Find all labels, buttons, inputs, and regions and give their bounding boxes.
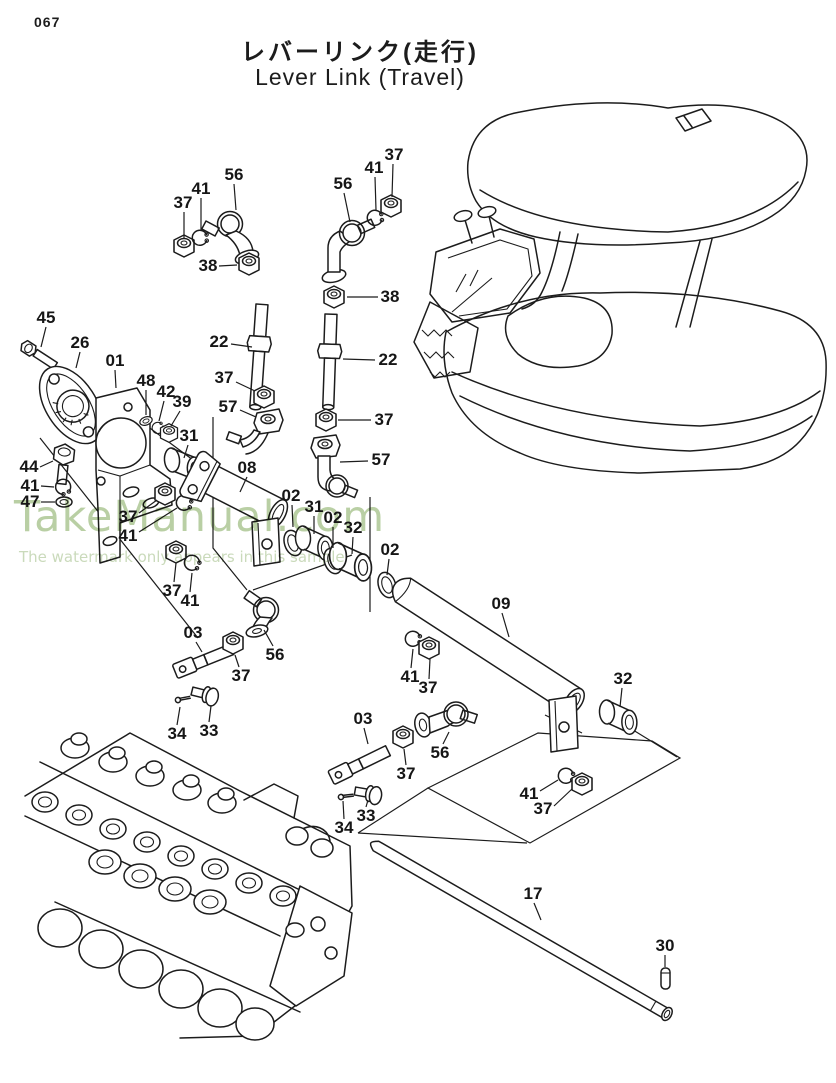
- callout-leader: [539, 779, 559, 792]
- callout-leader: [230, 343, 253, 348]
- callout-leader-lines: [39, 163, 666, 967]
- callout-leader: [386, 558, 390, 576]
- callout-leader: [343, 192, 351, 223]
- part-37-nut: [392, 725, 414, 749]
- callout-leader: [239, 409, 257, 418]
- part-38-nut: [238, 252, 260, 276]
- callout-leader: [40, 485, 55, 488]
- part-08-link: [179, 450, 289, 567]
- callout-leader: [40, 326, 47, 348]
- part-32-bushing: [328, 540, 373, 583]
- part-39-nut: [159, 423, 179, 443]
- callout-leader: [218, 264, 238, 267]
- part-22-stud: [246, 303, 272, 411]
- part-56-ball-joint-mid-right: [414, 701, 479, 738]
- callout-leader: [75, 351, 81, 369]
- callout-leader: [195, 641, 203, 653]
- callout-leader: [410, 648, 414, 669]
- part-26-flange: [38, 365, 104, 445]
- callout-leader: [138, 507, 178, 533]
- callout-leader: [619, 687, 623, 708]
- callout-leader: [501, 612, 510, 638]
- callout-leader: [233, 183, 237, 211]
- callout-leader: [170, 410, 181, 427]
- callout-leader: [234, 654, 240, 668]
- callout-leader: [374, 176, 377, 211]
- callout-leader: [138, 499, 158, 514]
- callout-leader: [173, 562, 177, 583]
- part-37-nut: [571, 772, 593, 796]
- callout-leader: [235, 381, 256, 392]
- part-33-pin: [190, 686, 220, 707]
- part-37-nut: [253, 385, 275, 409]
- callout-leader: [183, 444, 189, 459]
- part-37-nut: [222, 631, 244, 655]
- callout-leader: [239, 476, 248, 493]
- callout-leader: [391, 163, 394, 198]
- callout-leader: [189, 572, 193, 593]
- part-34-cotter-pin: [174, 695, 192, 704]
- part-37-nut: [418, 636, 440, 660]
- callout-leader: [342, 358, 376, 361]
- part-44-bolt: [52, 443, 76, 486]
- part-32-bushing: [598, 698, 639, 736]
- part-22-stud: [316, 313, 343, 411]
- callout-leader: [533, 902, 542, 921]
- part-30-pin: [660, 967, 671, 990]
- callout-leader: [553, 788, 573, 807]
- callout-leader: [158, 400, 165, 422]
- parts: [20, 194, 673, 1022]
- valve-block-sketch: [24, 732, 353, 1041]
- part-37-nut: [315, 408, 337, 432]
- part-37-nut: [165, 540, 187, 564]
- part-47-washer: [55, 496, 73, 508]
- part-03-rod: [327, 745, 392, 785]
- callout-leader: [114, 369, 117, 389]
- callout-leader: [39, 460, 54, 468]
- cab-sketch: [413, 102, 827, 474]
- part-57-elbow-fitting: [310, 434, 359, 499]
- page-title-japanese: レバーリンク(走行): [241, 39, 479, 66]
- callout-leader: [428, 658, 431, 680]
- callout-leader: [365, 799, 369, 808]
- callout-leader: [363, 727, 369, 745]
- callout-leader: [339, 460, 369, 463]
- part-17-rod: [369, 840, 673, 1022]
- part-56-ball-joint-top-right: [321, 218, 376, 284]
- callout-leader: [442, 731, 450, 745]
- callout-leader: [176, 706, 181, 726]
- callout-leader: [351, 536, 354, 555]
- part-57-elbow-fitting: [225, 408, 284, 455]
- part-33-pin: [353, 784, 383, 806]
- part-34-cotter-pin: [337, 793, 355, 801]
- callout-leader: [403, 748, 407, 766]
- part-37-nut: [154, 482, 176, 506]
- part-38-nut: [323, 285, 345, 309]
- part-37-nut: [380, 194, 402, 218]
- page-title-english: Lever Link (Travel): [255, 64, 465, 90]
- callout-leader: [208, 705, 212, 723]
- part-09-link: [391, 577, 585, 753]
- page-number: 067: [34, 14, 61, 30]
- callout-leader: [342, 800, 345, 820]
- callout-leader: [263, 629, 274, 647]
- part-56-ball-joint-mid-left: [243, 589, 280, 638]
- callout-leader: [291, 504, 294, 528]
- part-37-nut: [173, 234, 195, 258]
